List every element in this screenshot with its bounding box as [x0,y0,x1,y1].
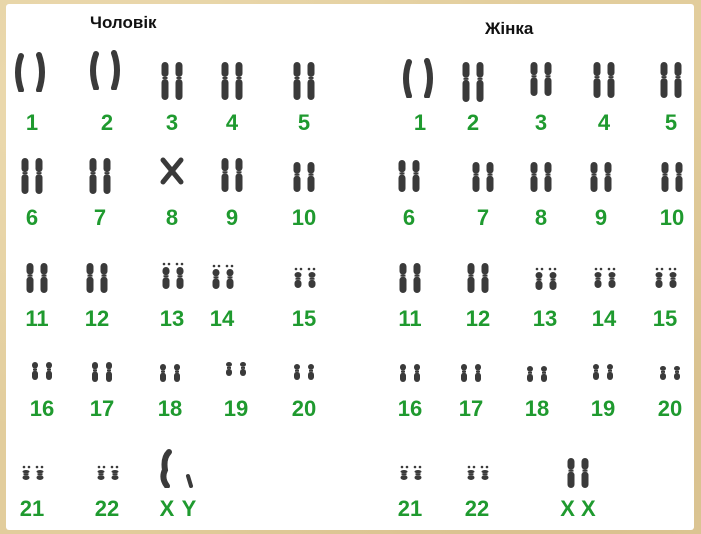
female-chr-3 [518,56,564,96]
male-label-19: 19 [206,398,266,420]
female-label-xx: X X [543,498,613,520]
female-label-6: 6 [379,207,439,229]
male-label-6: 6 [2,207,62,229]
female-label-3: 3 [511,112,571,134]
female-chr-4 [581,58,627,98]
female-chr-11 [387,253,433,293]
male-chr-18 [147,342,193,382]
male-chr-2 [84,50,130,90]
male-chr-6 [9,154,55,194]
female-label-13: 13 [515,308,575,330]
male-label-8: 8 [142,207,202,229]
male-label-5: 5 [274,112,334,134]
female-label-8: 8 [511,207,571,229]
female-chr-19 [580,340,626,380]
male-label-21: 21 [2,498,62,520]
male-label-2: 2 [77,112,137,134]
female-heading: Жінка [485,19,533,39]
female-label-7: 7 [453,207,513,229]
female-chr-2 [450,62,496,102]
female-chr-8 [518,152,564,192]
male-label-22: 22 [77,498,137,520]
male-chr-17 [79,342,125,382]
female-label-20: 20 [640,398,700,420]
female-chr-14 [581,248,627,288]
male-chr-8 [149,150,195,190]
female-chr-1 [397,58,443,98]
male-heading: Чоловік [90,13,157,33]
female-label-4: 4 [574,112,634,134]
female-label-19: 19 [573,398,633,420]
female-chr-16 [387,342,433,382]
male-label-20: 20 [274,398,334,420]
female-label-1: 1 [390,112,450,134]
male-label-16: 16 [12,398,72,420]
male-chr-15 [281,248,327,288]
female-chr-6 [386,152,432,192]
male-chr-3 [149,60,195,100]
male-chr-9 [209,152,255,192]
female-chr-21 [387,440,433,480]
female-chr-22 [454,440,500,480]
female-label-21: 21 [380,498,440,520]
female-label-14: 14 [574,308,634,330]
female-chr-18 [514,342,560,382]
male-chr-11 [14,253,60,293]
female-label-15: 15 [635,308,695,330]
male-chr-5 [281,60,327,100]
male-label-15: 15 [274,308,334,330]
female-chr-9 [578,152,624,192]
male-label-4: 4 [202,112,262,134]
female-chr-13 [522,250,568,290]
male-label-10: 10 [274,207,334,229]
male-chr-14 [199,249,245,289]
female-chr-12 [455,253,501,293]
male-chr-21 [9,440,55,480]
female-label-10: 10 [642,207,701,229]
male-chr-19 [213,336,259,376]
male-chr-10 [281,152,327,192]
male-chr-22 [84,440,130,480]
male-label-12: 12 [67,308,127,330]
female-label-18: 18 [507,398,567,420]
male-label-17: 17 [72,398,132,420]
male-label-3: 3 [142,112,202,134]
female-chr-5 [648,58,694,98]
male-chr-1 [9,52,55,92]
male-label-9: 9 [202,207,262,229]
female-chr-x [555,448,601,488]
female-chr-10 [649,152,695,192]
male-chr-4 [209,60,255,100]
male-chr-7 [77,154,123,194]
male-chr-y [167,448,213,488]
female-chr-20 [647,340,693,380]
male-chr-20 [281,340,327,380]
female-label-12: 12 [448,308,508,330]
female-chr-17 [448,342,494,382]
female-label-22: 22 [447,498,507,520]
female-label-9: 9 [571,207,631,229]
male-chr-12 [74,253,120,293]
female-label-11: 11 [380,308,440,330]
male-label-7: 7 [70,207,130,229]
female-chr-15 [642,248,688,288]
female-label-17: 17 [441,398,501,420]
male-label-1: 1 [2,112,62,134]
male-label-18: 18 [140,398,200,420]
male-label-14: 14 [192,308,252,330]
female-chr-7 [460,152,506,192]
female-label-2: 2 [443,112,503,134]
female-label-16: 16 [380,398,440,420]
male-chr-16 [19,340,65,380]
female-label-5: 5 [641,112,701,134]
male-label-11: 11 [7,308,67,330]
male-label-y: Y [159,498,219,520]
male-chr-13 [149,249,195,289]
